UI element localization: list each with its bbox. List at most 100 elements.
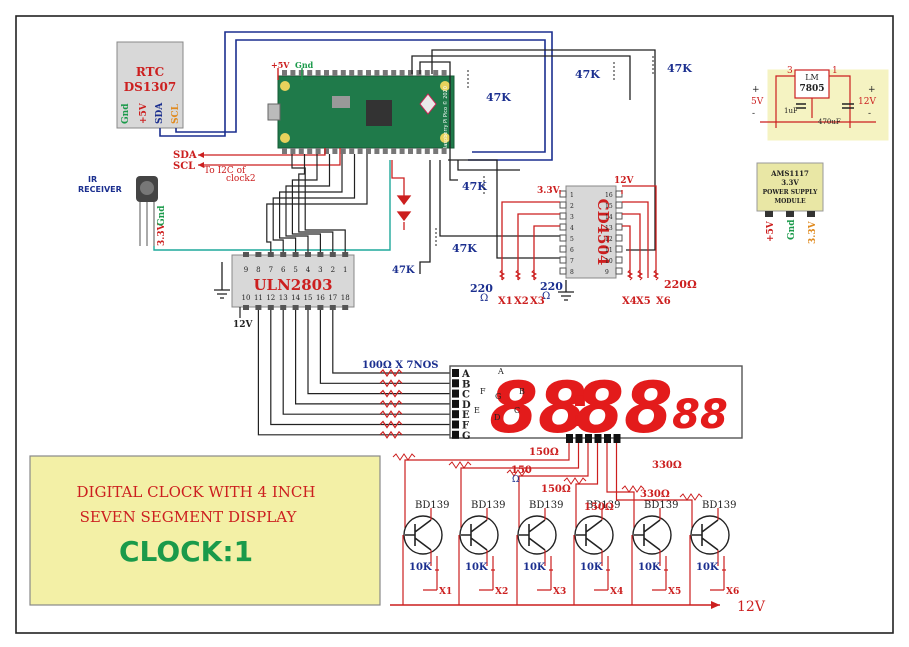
pico-pin (307, 70, 313, 76)
cd-pin (559, 256, 567, 264)
pico-pin (374, 70, 380, 76)
cd-pin (615, 223, 623, 231)
base-resistor-label: 150Ω (584, 502, 614, 513)
pico-bottom-pins (282, 148, 447, 154)
raspberry-pi-pico: Raspberry Pi Pico © 2020 (267, 75, 455, 150)
reg-5v: 5V (751, 97, 764, 107)
cd-right-pin-label: 15 (605, 203, 613, 210)
driver-output-label: X3 (553, 587, 566, 597)
uln-pin (342, 305, 349, 310)
ams-line1: AMS1117 (770, 169, 809, 178)
emitter-resistor-label: 10K (465, 562, 488, 573)
driver-output-label: X6 (726, 587, 739, 597)
uln-input-wire (291, 154, 346, 252)
display-common-pin (575, 434, 583, 443)
r47k-5: 47K (452, 242, 477, 255)
i2c-out: SDA SCL To I2C of clock2 (173, 148, 341, 184)
driver-base-resistor (506, 469, 530, 477)
cd-pin (559, 267, 567, 275)
r47k-4: 47K (462, 180, 487, 193)
uln-bottom-pin-label: 14 (291, 294, 300, 302)
pico-pin (433, 148, 439, 154)
cd-pin (615, 190, 623, 198)
uln-output-wires (257, 310, 450, 436)
driver-output-label: X4 (610, 587, 623, 597)
cd-right-pin-label: 16 (605, 192, 613, 199)
ir-33v: 3.3V (157, 222, 167, 246)
transistor-leads (461, 519, 488, 551)
pico-pin (408, 70, 413, 76)
cd-pin (615, 267, 623, 275)
transistor-wire (689, 535, 726, 605)
cd-left-pin-label: 2 (570, 203, 574, 210)
uln-bottom-pin-label: 12 (266, 294, 275, 302)
transistor-label: BD139 (702, 500, 736, 511)
ams-line4: MODULE (774, 198, 806, 205)
page-border (15, 15, 894, 634)
uln-output-wire (257, 310, 450, 436)
cd-pin (559, 234, 567, 242)
display-inner-label: D (494, 413, 500, 422)
cd-output-label: X5 (636, 296, 651, 307)
pico-pin (290, 70, 296, 76)
pico-top-pins (282, 70, 447, 76)
uln-bottom-pin-label: 13 (279, 294, 288, 302)
display-segment-label: F (462, 421, 469, 432)
display-common-pin (585, 434, 592, 443)
display-inner-label: C (514, 406, 520, 415)
base-resistor-label: 330Ω (640, 489, 670, 500)
reg-chip-1: LM (805, 73, 819, 82)
pico-gnd-label: Gnd (295, 60, 314, 70)
rtc-pin-scl: SCL (171, 103, 181, 124)
rtc-module: RTC DS1307 Gnd +5V SDA SCL (116, 41, 184, 129)
display-common-pin (594, 434, 602, 443)
uln-top-pin-label: 3 (318, 266, 322, 274)
uln-input-wire (272, 154, 356, 252)
pico-pin (416, 148, 422, 154)
display-inner-label: G (495, 392, 501, 401)
display-inner-label: A (497, 367, 504, 376)
title-line1: DIGITAL CLOCK WITH 4 INCH (77, 483, 316, 501)
uln-input-wire (291, 154, 321, 252)
cd-pin (559, 201, 567, 209)
transistor-icon (632, 515, 672, 555)
pico-pin (416, 70, 422, 76)
uln-bottom-pin-label: 15 (304, 294, 313, 302)
uln-12v: 12V (233, 320, 254, 330)
driver-output-label: X1 (439, 587, 452, 597)
transistor-wire (516, 535, 553, 605)
display-inner-label: B (519, 387, 525, 396)
uln-pin (329, 305, 336, 310)
cd-pin (559, 223, 567, 231)
uln-output-wire (295, 310, 450, 405)
ir-gnd: Gnd (157, 205, 167, 226)
pico-pin (391, 70, 397, 76)
uln-output-wire (307, 310, 450, 395)
pico-pin (340, 148, 346, 154)
cd-output-label: X6 (656, 296, 671, 307)
display-pin (452, 379, 459, 388)
transistor-icon (459, 515, 499, 555)
reg-minus-left: - (752, 109, 755, 119)
uln-top-pin-label: 2 (331, 266, 335, 274)
uln-input-wire (266, 154, 368, 252)
cd-right-pin-label: 11 (605, 247, 613, 254)
uln-top-pin-label: 6 (281, 266, 286, 274)
display-segment-label: G (462, 431, 471, 442)
cd-right-pin-label: 9 (605, 269, 609, 276)
transistor-leads (576, 519, 603, 551)
uln-output-wire (282, 310, 450, 415)
pico-pin (290, 148, 296, 154)
transistor-icon (574, 515, 614, 555)
pico-pin (332, 148, 338, 154)
pico-pin (282, 70, 287, 76)
cd-right-pin-label: 13 (605, 225, 613, 232)
pico-pin (424, 148, 430, 154)
pico-pin (399, 70, 405, 76)
driver-12v-label: 12V (737, 599, 766, 615)
pico-pin (366, 148, 371, 154)
cd-left-pin-label: 5 (570, 236, 574, 243)
